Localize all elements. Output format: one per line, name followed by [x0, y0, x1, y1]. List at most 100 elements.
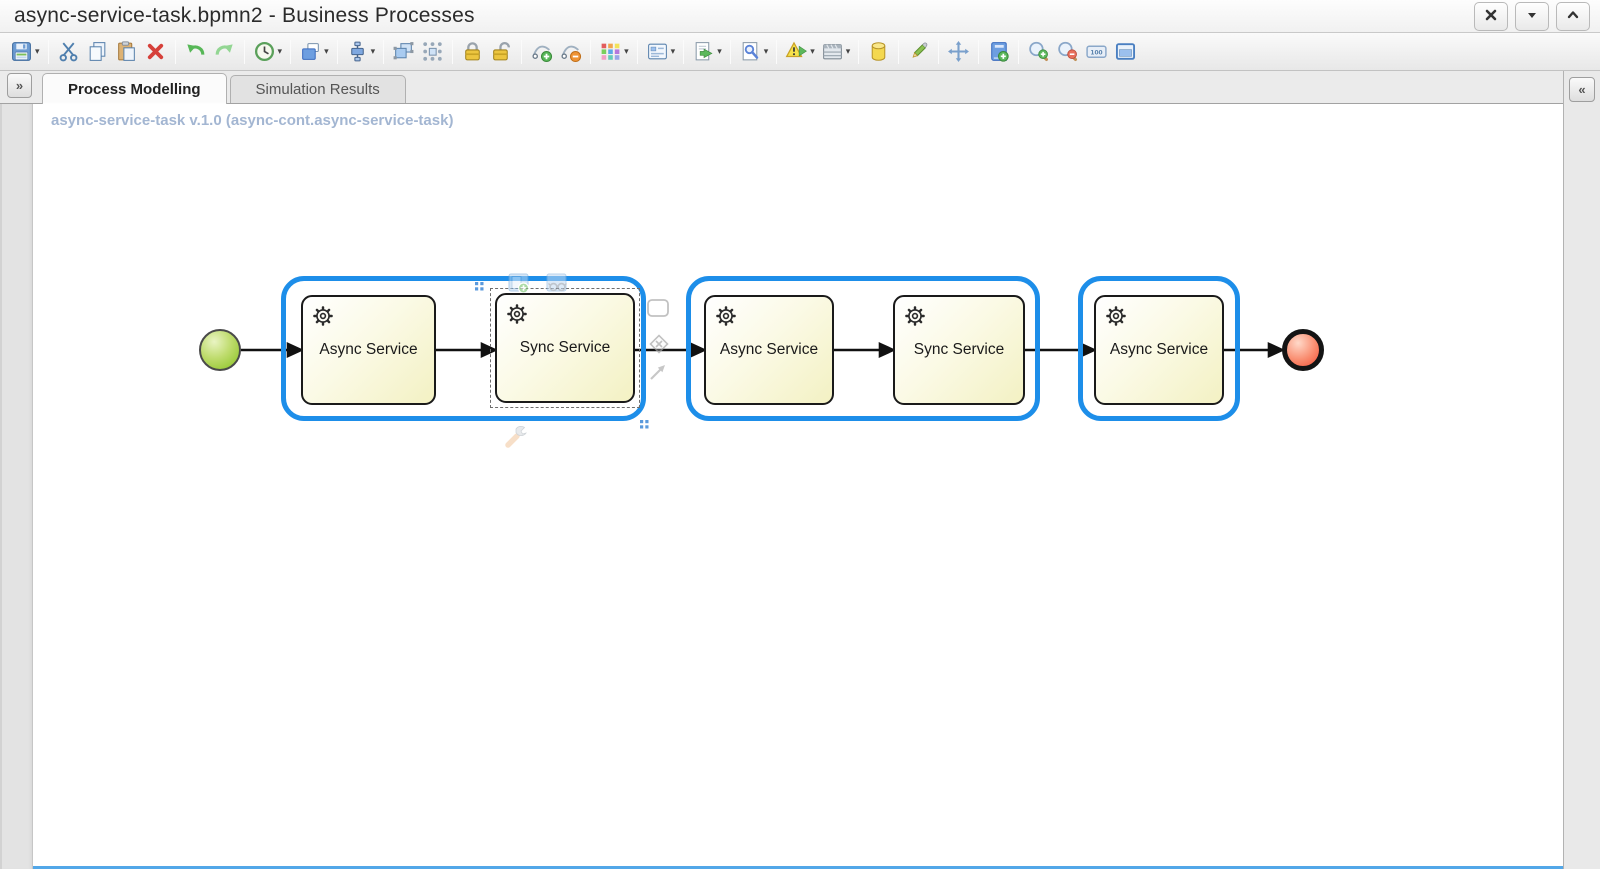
simulation-icon [821, 40, 844, 63]
service-repository-button[interactable] [864, 37, 893, 67]
pan-button[interactable] [944, 37, 973, 67]
svg-text:100: 100 [1091, 51, 1103, 57]
dropdown-caret-icon: ▾ [810, 46, 815, 56]
issues-button[interactable]: ▾ [782, 37, 818, 67]
z-order-icon [299, 40, 322, 63]
collapse-down-button[interactable] [1515, 2, 1549, 31]
add-docker-icon [530, 40, 553, 63]
toolbar-separator [858, 39, 860, 64]
validate-button[interactable]: ▾ [736, 37, 772, 67]
close-button[interactable] [1474, 2, 1508, 31]
window-controls [1474, 2, 1590, 31]
group-button[interactable] [389, 37, 418, 67]
bpmn-container-3[interactable] [1078, 276, 1240, 421]
ghost-wrench-icon[interactable] [501, 420, 531, 455]
save-button[interactable]: ▾ [7, 37, 43, 67]
redo-button[interactable] [210, 37, 239, 67]
task-label: Async Service [719, 341, 819, 358]
dropdown-caret-icon: ▾ [35, 46, 40, 56]
task-label: Async Service [1109, 341, 1209, 358]
remove-docker-button[interactable] [556, 37, 585, 67]
dropdown-caret-icon: ▾ [277, 46, 283, 56]
dropdown-caret-icon: ▾ [324, 46, 329, 56]
lock-button[interactable] [458, 37, 487, 67]
edit-button[interactable] [904, 37, 933, 67]
paste-button[interactable] [112, 37, 141, 67]
process-canvas[interactable]: async-service-task v.1.0 (async-cont.asy… [33, 104, 1563, 869]
task-node-sync-service-2[interactable]: Sync Service [893, 295, 1025, 405]
zoom-in-button[interactable] [1024, 37, 1053, 67]
copy-button[interactable] [83, 37, 112, 67]
zoom-out-icon [1056, 40, 1079, 63]
task-node-async-service-3[interactable]: Async Service [1094, 295, 1224, 405]
toolbar-separator [898, 39, 900, 64]
zoom-out-button[interactable] [1053, 37, 1082, 67]
sequence-flows[interactable] [33, 104, 1523, 804]
history-button[interactable]: ▾ [250, 37, 286, 67]
toolbar-separator [1018, 39, 1020, 64]
palette-expand-button[interactable]: » [7, 72, 32, 98]
ungroup-icon [421, 40, 444, 63]
redo-icon [213, 40, 236, 63]
selection-grip-icon[interactable] [475, 278, 484, 296]
ghost-add-node-icon[interactable] [506, 272, 532, 301]
z-order-button[interactable]: ▾ [296, 37, 332, 67]
colors-button[interactable]: ▾ [596, 37, 632, 67]
history-icon [253, 40, 276, 63]
end-event[interactable] [1282, 329, 1324, 371]
task-node-sync-service-1[interactable]: Sync Service [495, 293, 635, 403]
dictionary-button[interactable] [984, 37, 1013, 67]
zoom-fit-button[interactable] [1111, 37, 1140, 67]
export-button[interactable]: ▾ [689, 37, 725, 67]
tab-simulation-results[interactable]: Simulation Results [229, 75, 406, 103]
editor-main: async-service-task v.1.0 (async-cont.asy… [0, 104, 1563, 869]
align-icon [346, 40, 369, 63]
start-event[interactable] [199, 329, 241, 371]
tab-process-modelling[interactable]: Process Modelling [42, 73, 227, 104]
cut-button[interactable] [54, 37, 83, 67]
morph-gateway-icon[interactable] [645, 330, 673, 363]
toolbar-separator [452, 39, 454, 64]
workarea: » Process Modelling Simulation Results a… [0, 71, 1600, 869]
zoom-fit-icon [1114, 40, 1137, 63]
palette-strip-collapsed [0, 104, 33, 869]
bpmn-container-2[interactable] [686, 276, 1040, 421]
toolbar-separator [521, 39, 523, 64]
toolbar-separator [978, 39, 980, 64]
toolbar-separator [383, 39, 385, 64]
ghost-view-node-icon[interactable] [544, 272, 570, 301]
zoom-100-button[interactable]: 100 [1082, 37, 1111, 67]
ungroup-button[interactable] [418, 37, 447, 67]
undo-button[interactable] [181, 37, 210, 67]
tab-bar: » Process Modelling Simulation Results [0, 71, 1563, 104]
bpmn-container-1[interactable] [281, 276, 646, 421]
toolbar-separator [938, 39, 940, 64]
issues-icon [785, 40, 808, 63]
save-icon [10, 40, 33, 63]
dropdown-caret-icon: ▾ [670, 46, 676, 56]
task-node-async-service-1[interactable]: Async Service [301, 295, 436, 405]
delete-icon [144, 40, 167, 63]
panel-collapse-button[interactable]: « [1569, 77, 1595, 102]
align-button[interactable]: ▾ [343, 37, 379, 67]
unlock-icon [490, 40, 513, 63]
morph-task-icon[interactable] [646, 298, 670, 323]
gear-icon [1103, 303, 1129, 329]
morph-edge-icon[interactable] [646, 360, 670, 389]
service-repository-icon [867, 40, 890, 63]
selection-grip-icon[interactable] [640, 416, 649, 434]
delete-button[interactable] [141, 37, 170, 67]
task-label: Sync Service [519, 339, 611, 356]
window-titlebar: async-service-task.bpmn2 - Business Proc… [0, 0, 1600, 33]
window-title: async-service-task.bpmn2 - Business Proc… [14, 4, 475, 27]
zoom-in-icon [1027, 40, 1050, 63]
add-docker-button[interactable] [527, 37, 556, 67]
collapse-up-button[interactable] [1556, 2, 1590, 31]
close-icon [1484, 8, 1498, 25]
zoom-100-icon: 100 [1085, 40, 1108, 63]
unlock-button[interactable] [487, 37, 516, 67]
simulation-button[interactable]: ▾ [818, 37, 854, 67]
colors-icon [599, 40, 622, 63]
task-node-async-service-2[interactable]: Async Service [704, 295, 834, 405]
properties-button[interactable]: ▾ [643, 37, 679, 67]
